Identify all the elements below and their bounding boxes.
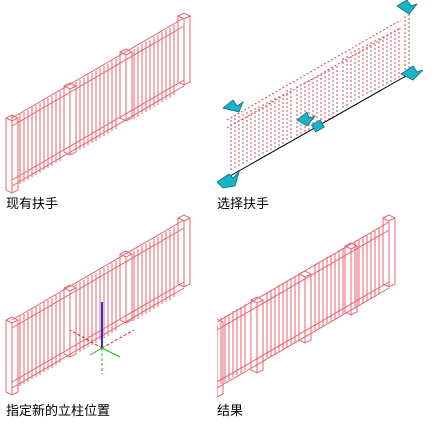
- post: [63, 82, 77, 156]
- railing-drawing: [5, 12, 191, 194]
- railing-drawing: [217, 214, 396, 398]
- caption-select: 选择扶手: [217, 197, 270, 212]
- grip-group: [217, 0, 424, 189]
- rail-lines: [11, 17, 185, 187]
- grip-square-icon[interactable]: [311, 119, 325, 133]
- caption-existing: 现有扶手: [6, 197, 59, 212]
- grip-arrow-icon[interactable]: [222, 99, 244, 113]
- panel-new-post-position: 指定新的立柱位置: [0, 214, 217, 428]
- post: [177, 12, 191, 86]
- railing-drawing-selected: [217, 0, 424, 189]
- baluster-group: [19, 25, 175, 184]
- panel-result: 结果: [217, 214, 434, 428]
- railing-drawing: [5, 214, 191, 396]
- grip-arrow-icon[interactable]: [396, 0, 419, 15]
- panel-existing-railing: 现有扶手: [0, 0, 217, 214]
- post: [119, 48, 133, 122]
- caption-result: 结果: [217, 404, 244, 419]
- rail-lines-dashed: [226, 19, 402, 129]
- post: [5, 114, 19, 194]
- ucs-cursor-icon: [69, 302, 135, 374]
- caption-new-post: 指定新的立柱位置: [6, 404, 111, 419]
- grip-end-icon[interactable]: [400, 65, 424, 81]
- grip-arrow-icon[interactable]: [296, 111, 317, 127]
- grip-end-icon[interactable]: [217, 170, 240, 189]
- panel-select-railing: 选择扶手: [217, 0, 434, 214]
